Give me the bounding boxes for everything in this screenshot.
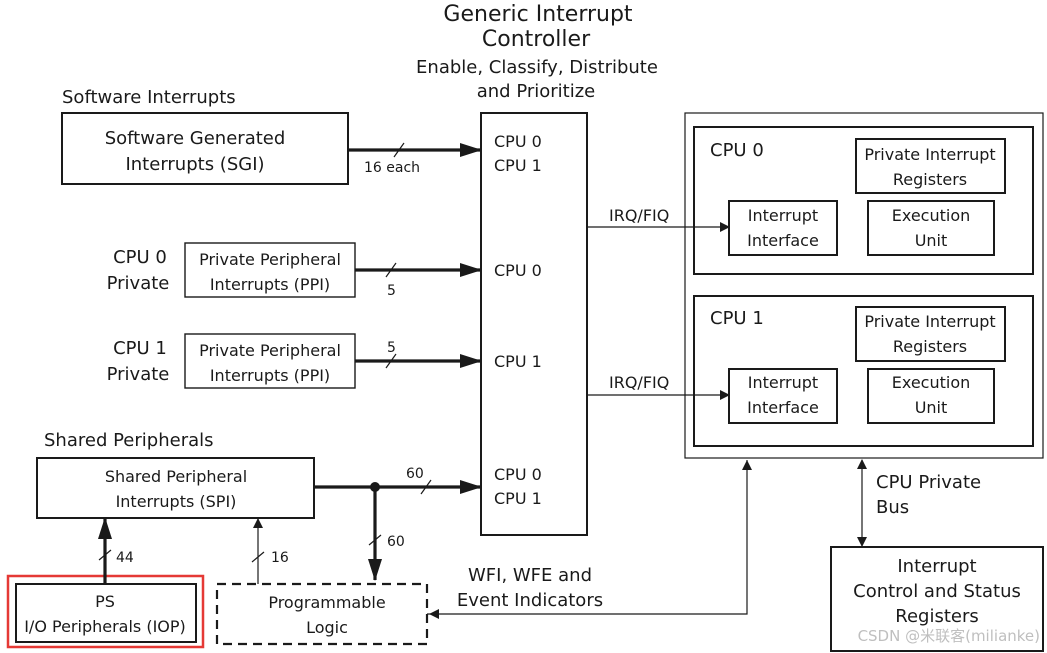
wfi-arrow-up bbox=[742, 460, 752, 470]
wfi-label-line1: WFI, WFE and bbox=[468, 565, 592, 586]
spi-box bbox=[36, 457, 315, 519]
cpu0-private-label-line2: Private bbox=[107, 273, 170, 294]
cpu1-exec-line2: Unit bbox=[915, 398, 948, 417]
cpu1-private-label-line1: CPU 1 bbox=[113, 338, 167, 359]
cpu0-iface-line1: Interrupt bbox=[748, 206, 818, 225]
sgi-box bbox=[61, 112, 349, 185]
software-heading: Software Interrupts bbox=[62, 87, 236, 108]
gic-port-sgi-cpu1: CPU 1 bbox=[494, 156, 542, 175]
pl-box bbox=[215, 582, 429, 646]
gic-subtitle-line1: Enable, Classify, Distribute bbox=[416, 57, 658, 78]
wfi-label-line2: Event Indicators bbox=[457, 590, 603, 611]
cpu0-pir-line1: Private Interrupt bbox=[864, 145, 995, 164]
cpu1-exec-line1: Execution bbox=[892, 373, 971, 392]
wfi-arrow-left bbox=[429, 609, 439, 619]
ppi1-box bbox=[184, 333, 356, 389]
cpu1-exec-box bbox=[867, 368, 995, 424]
ppi0-box-line1: Private Peripheral bbox=[199, 250, 341, 269]
ppi1-box-line2: Interrupts (PPI) bbox=[210, 366, 330, 385]
ps-bus-label: 44 bbox=[116, 550, 134, 566]
ppi0-bus-slash bbox=[385, 262, 397, 278]
cpu-private-bus-label-line1: CPU Private bbox=[876, 472, 981, 493]
cpu1-pir-line1: Private Interrupt bbox=[864, 312, 995, 331]
pl-bus-label-60: 60 bbox=[387, 534, 405, 550]
cpu-private-bus-arrow-down bbox=[857, 537, 867, 547]
ps-bus-slash bbox=[98, 549, 112, 561]
gic-subtitle-line2: and Prioritize bbox=[477, 81, 596, 102]
cpu0-irq-label: IRQ/FIQ bbox=[609, 206, 669, 225]
ps-box-line2: I/O Peripherals (IOP) bbox=[24, 617, 186, 636]
gic-port-spi-cpu1: CPU 1 bbox=[494, 489, 542, 508]
pl-bus-slash bbox=[368, 534, 382, 546]
gic-port-sgi-cpu0: CPU 0 bbox=[494, 132, 542, 151]
icsr-line1: Interrupt bbox=[897, 556, 976, 577]
pl-to-spi-slash bbox=[251, 551, 265, 563]
cpu-private-bus-arrow-up bbox=[857, 459, 867, 469]
cpu1-title: CPU 1 bbox=[710, 308, 764, 329]
ppi0-box bbox=[184, 242, 356, 298]
cpu0-exec-line1: Execution bbox=[892, 206, 971, 225]
icsr-box bbox=[830, 546, 1044, 652]
pl-to-spi-label: 16 bbox=[271, 550, 289, 566]
cpu0-pir-line2: Registers bbox=[893, 170, 967, 189]
ps-box-line1: PS bbox=[95, 592, 115, 611]
cpu0-exec-line2: Unit bbox=[915, 231, 948, 250]
cpu0-private-label-line1: CPU 0 bbox=[113, 247, 167, 268]
ppi0-box-line2: Interrupts (PPI) bbox=[210, 275, 330, 294]
cpu1-irq-label: IRQ/FIQ bbox=[609, 373, 669, 392]
spi-bus-slash bbox=[420, 479, 432, 495]
cpu1-pir-line2: Registers bbox=[893, 337, 967, 356]
cpu1-private-label-line2: Private bbox=[107, 364, 170, 385]
pl-box-line2: Logic bbox=[306, 618, 348, 637]
gic-title-line2: Controller bbox=[482, 27, 591, 52]
spi-box-line1: Shared Peripheral bbox=[105, 467, 247, 486]
cpu0-iface-box bbox=[728, 200, 838, 256]
ps-box bbox=[15, 583, 197, 643]
gic-port-ppi0-cpu0: CPU 0 bbox=[494, 261, 542, 280]
ppi1-bus-slash bbox=[385, 353, 397, 369]
sgi-bus-slash bbox=[393, 142, 405, 158]
gic-title-line1: Generic Interrupt bbox=[443, 2, 633, 27]
spi-box-line2: Interrupts (SPI) bbox=[116, 492, 237, 511]
gic-port-spi-cpu0: CPU 0 bbox=[494, 465, 542, 484]
sgi-box-line2: Interrupts (SGI) bbox=[125, 154, 264, 175]
cpu1-iface-line2: Interface bbox=[747, 398, 819, 417]
shared-heading: Shared Peripherals bbox=[44, 430, 214, 451]
cpu1-pir-box bbox=[855, 306, 1006, 362]
cpu0-pir-box bbox=[855, 138, 1006, 194]
pl-box-line1: Programmable bbox=[268, 593, 385, 612]
cpu-private-bus-label-line2: Bus bbox=[876, 497, 909, 518]
icsr-line2: Control and Status bbox=[853, 581, 1021, 602]
ppi1-box-line1: Private Peripheral bbox=[199, 341, 341, 360]
cpu0-exec-box bbox=[867, 200, 995, 256]
gic-box bbox=[480, 112, 588, 536]
cpu1-iface-box bbox=[728, 368, 838, 424]
wfi-connector bbox=[427, 460, 748, 615]
sgi-bus-label: 16 each bbox=[364, 160, 420, 176]
watermark: CSDN @米联客(milianke) bbox=[858, 627, 1040, 645]
sgi-box-line1: Software Generated bbox=[105, 128, 286, 149]
ppi1-bus-label: 5 bbox=[387, 340, 396, 356]
ppi0-bus-label: 5 bbox=[387, 283, 396, 299]
cpu0-title: CPU 0 bbox=[710, 140, 764, 161]
cpu1-iface-line1: Interrupt bbox=[748, 373, 818, 392]
gic-port-ppi1-cpu1: CPU 1 bbox=[494, 352, 542, 371]
icsr-line3: Registers bbox=[895, 606, 979, 627]
cpu0-iface-line2: Interface bbox=[747, 231, 819, 250]
spi-bus-label-gic: 60 bbox=[406, 466, 424, 482]
